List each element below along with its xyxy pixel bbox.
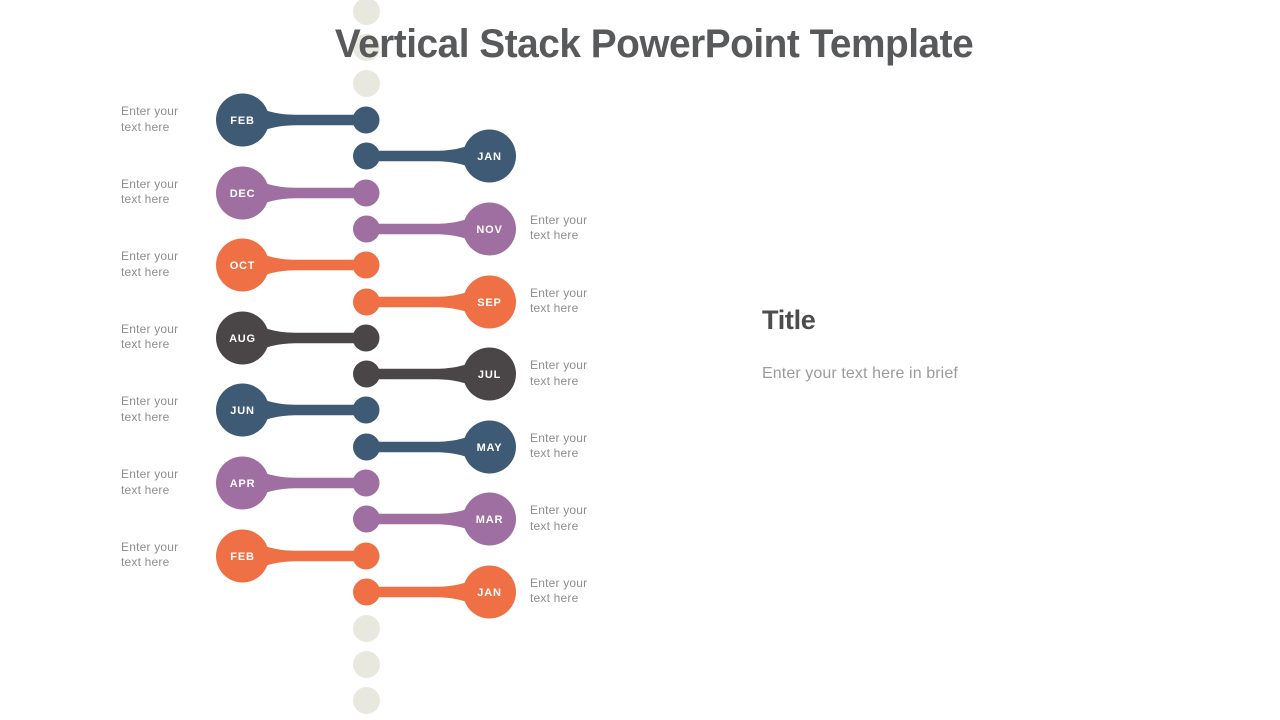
timeline-node-feb-12: FEB — [216, 529, 380, 583]
timeline-node-apr-10: APR — [216, 456, 380, 510]
month-label: JUL — [477, 369, 500, 381]
timeline-text-placeholder-right-3: Enter your text here — [530, 212, 588, 243]
month-label: FEB — [230, 115, 254, 127]
month-label: MAY — [476, 442, 502, 454]
timeline-text-placeholder-left-6: Enter your text here — [121, 321, 179, 352]
timeline-node-jan-1: JAN — [352, 129, 516, 183]
timeline-text-placeholder-left-10: Enter your text here — [121, 467, 179, 497]
timeline-node-jan-13: JAN — [352, 565, 516, 619]
month-label: SEP — [477, 297, 501, 309]
month-label: NOV — [476, 224, 502, 236]
timeline-text-placeholder-left-4: Enter your text here — [121, 249, 179, 279]
axis-dot-top-1 — [352, 33, 380, 61]
month-label: DEC — [230, 188, 256, 200]
timeline-text-placeholder-right-11: Enter your text here — [530, 503, 588, 533]
timeline-text-placeholder-right-5: Enter your text here — [530, 285, 588, 316]
timeline-text-placeholder-left-2: Enter your text here — [121, 176, 179, 207]
timeline-text-placeholder-right-13: Enter your text here — [530, 575, 588, 606]
timeline-node-oct-4: OCT — [216, 238, 380, 292]
timeline-node-aug-6: AUG — [216, 311, 380, 365]
timeline-node-nov-3: NOV — [352, 202, 516, 256]
timeline-text-placeholder-right-7: Enter your text here — [530, 358, 588, 388]
month-label: AUG — [229, 333, 256, 345]
axis-dot-bottom-2 — [352, 687, 380, 715]
timeline-text-placeholder-left-0: Enter your text here — [121, 104, 179, 134]
month-label: APR — [230, 478, 256, 490]
slide-title: Vertical Stack PowerPoint Template — [334, 22, 974, 66]
month-label: JAN — [477, 151, 501, 163]
timeline-node-jun-8: JUN — [216, 383, 380, 437]
axis-dot-bottom-0 — [352, 614, 380, 642]
month-label: MAR — [475, 514, 502, 526]
panel-subtitle-placeholder: Enter your text here in brief — [762, 365, 958, 382]
axis-dot-top-0 — [352, 0, 380, 25]
timeline-node-may-9: MAY — [352, 420, 516, 474]
axis-dot-bottom-1 — [352, 650, 380, 678]
timeline-text-placeholder-left-12: Enter your text here — [121, 539, 179, 570]
timeline-node-jul-7: JUL — [352, 347, 516, 401]
timeline-node-dec-2: DEC — [216, 166, 380, 220]
month-label: JUN — [230, 405, 254, 417]
timeline-node-mar-11: MAR — [352, 492, 516, 546]
month-label: OCT — [230, 260, 256, 272]
axis-dot-top-2 — [352, 70, 380, 98]
right-text-panel: Title Enter your text here in brief — [762, 305, 1182, 383]
timeline-text-placeholder-left-8: Enter your text here — [121, 394, 179, 424]
timeline-node-sep-5: SEP — [352, 275, 516, 328]
month-label: JAN — [477, 587, 501, 599]
panel-title: Title — [762, 305, 816, 335]
timeline-text-placeholder-right-9: Enter your text here — [530, 430, 588, 461]
month-label: FEB — [230, 551, 254, 563]
timeline-node-feb-0: FEB — [216, 93, 380, 147]
